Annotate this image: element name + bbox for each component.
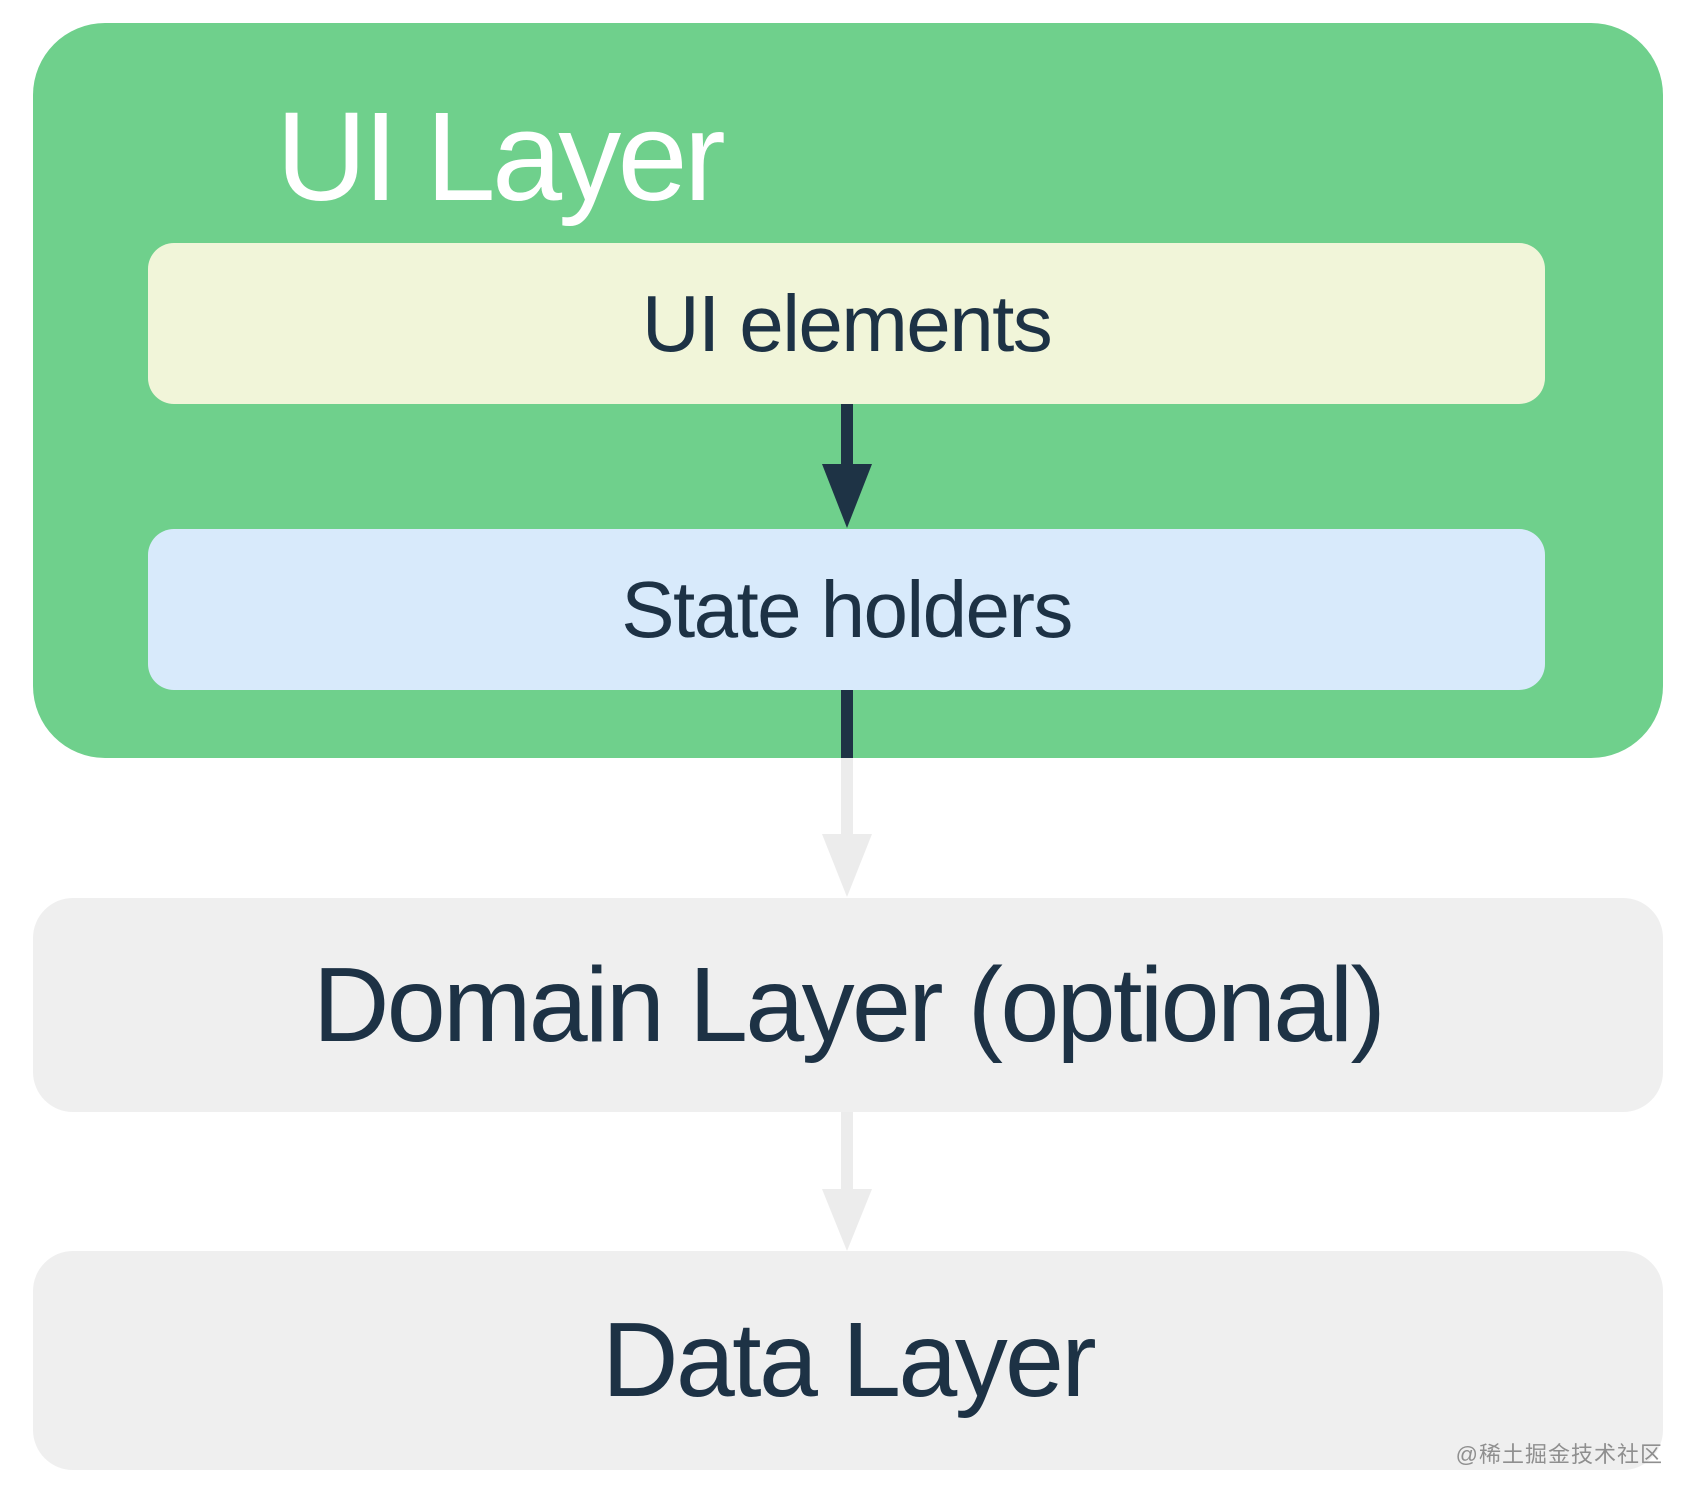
ui-layer-title: UI Layer [276,85,726,227]
ui-elements-label: UI elements [641,278,1053,368]
arrow-down-icon [822,1189,872,1251]
arrow-shaft-dark-segment [841,690,853,758]
state-holders-box: State holders [148,529,1545,690]
arrow-shaft [841,1112,853,1189]
arrow-shaft-light-segment [841,758,853,834]
domain-layer-label: Domain Layer (optional) [312,945,1386,1064]
data-layer-box: Data Layer [33,1251,1663,1470]
arrow-down-icon [822,464,872,528]
data-layer-label: Data Layer [601,1301,1097,1419]
arrow-down-icon [822,834,872,897]
ui-elements-box: UI elements [148,243,1545,404]
arrow-shaft [841,404,853,464]
state-holders-label: State holders [621,564,1073,654]
domain-layer-box: Domain Layer (optional) [33,898,1663,1112]
watermark: @稀土掘金技术社区 [1455,1442,1663,1467]
